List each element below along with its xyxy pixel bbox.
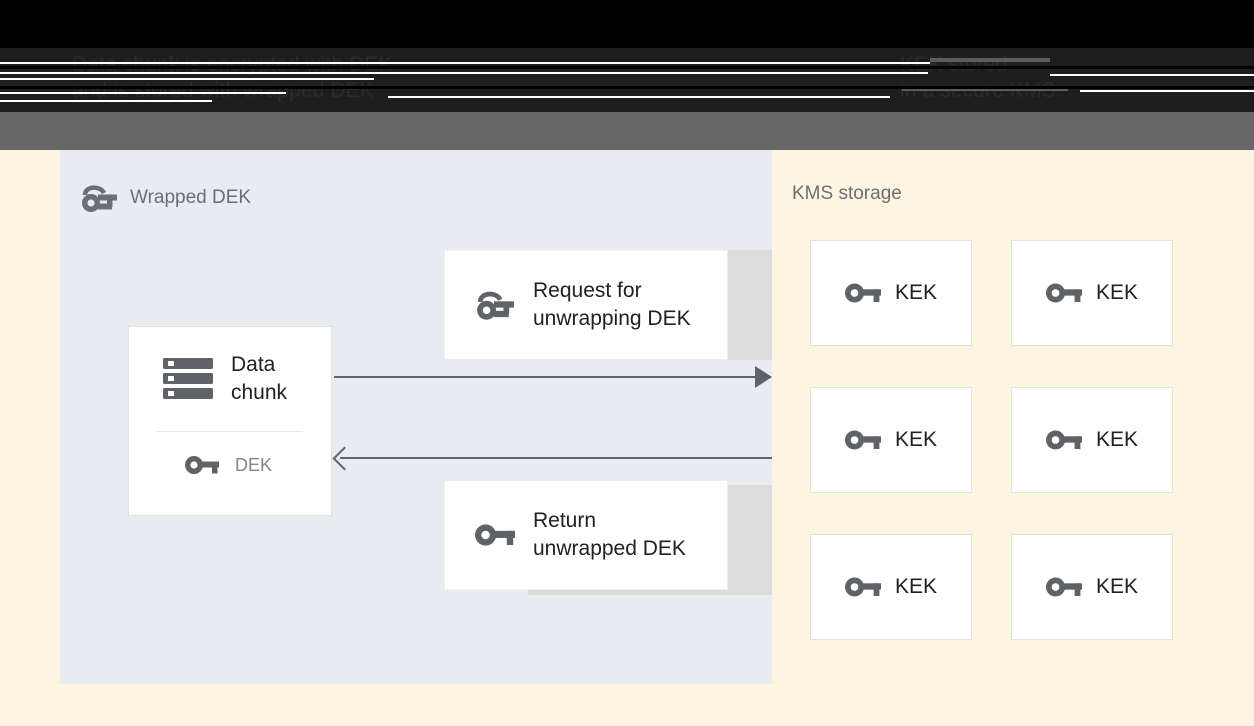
banner-artifact <box>0 78 374 80</box>
return-arrow-line <box>340 457 772 459</box>
obscured-banner: Data chunk is encrypted with DEK and is … <box>0 0 1254 112</box>
key-icon <box>1045 428 1082 452</box>
kek-card-label: KEK <box>1095 428 1139 451</box>
banner-artifact <box>1080 90 1254 92</box>
return-unwrapped-label: Return unwrapped DEK <box>533 509 686 560</box>
banner-artifact <box>1050 74 1254 76</box>
request-unwrap-box[interactable]: Request for unwrapping DEK <box>444 250 728 360</box>
data-chunk-title: Data chunk <box>231 353 288 404</box>
key-icon <box>844 428 881 452</box>
data-chunk-top: Data chunk <box>129 327 331 407</box>
kek-card[interactable]: KEK <box>1011 387 1173 493</box>
data-chunk-card[interactable]: Data chunk DEK <box>128 326 332 516</box>
request-arrow-line <box>334 376 760 378</box>
toolbar-strip <box>0 112 1254 150</box>
banner-artifact <box>390 62 930 64</box>
wrapped-key-icon <box>80 183 118 213</box>
banner-artifact <box>388 96 890 98</box>
banner-artifact <box>392 72 928 74</box>
kek-card[interactable]: KEK <box>1011 534 1173 640</box>
kek-card[interactable]: KEK <box>810 240 972 346</box>
wrapped-key-icon <box>475 289 515 321</box>
banner-artifact <box>930 58 1050 62</box>
kek-card[interactable]: KEK <box>1011 240 1173 346</box>
banner-artifact <box>0 72 412 74</box>
return-unwrapped-box[interactable]: Return unwrapped DEK <box>444 480 728 590</box>
key-icon <box>475 522 515 548</box>
kek-card-label: KEK <box>1095 281 1139 304</box>
data-chunk-dek-row: DEK <box>129 432 331 476</box>
kek-card-label: KEK <box>1095 575 1139 598</box>
kms-storage-label: KMS storage <box>792 183 902 204</box>
banner-artifact <box>0 66 1254 69</box>
kek-card[interactable]: KEK <box>810 534 972 640</box>
data-chunk-divider <box>157 431 303 432</box>
key-icon <box>185 454 219 476</box>
kms-storage-header: KMS storage <box>792 183 902 205</box>
request-arrow-head <box>755 366 772 388</box>
wrapped-dek-header: Wrapped DEK <box>80 183 251 213</box>
banner-artifact <box>0 86 1254 89</box>
banner-artifact <box>0 92 286 94</box>
banner-caption-left: Data chunk is encrypted with DEK and is … <box>72 53 393 102</box>
kms-storage-panel: KMS storage KEK KEK <box>772 150 1254 684</box>
kek-card-label: KEK <box>894 428 938 451</box>
banner-artifact <box>0 62 396 64</box>
kek-grid: KEK KEK KEK <box>810 240 1173 640</box>
banner-artifact <box>0 100 212 102</box>
kek-card-label: KEK <box>894 575 938 598</box>
key-icon <box>844 281 881 305</box>
key-icon <box>1045 281 1082 305</box>
kek-card-label: KEK <box>894 281 938 304</box>
data-chunk-icon <box>161 356 215 402</box>
key-icon <box>1045 575 1082 599</box>
wrapped-dek-label: Wrapped DEK <box>130 187 252 208</box>
request-unwrap-label: Request for unwrapping DEK <box>533 279 691 330</box>
banner-artifact <box>902 88 1068 91</box>
data-chunk-dek-label: DEK <box>235 454 273 475</box>
wrapped-dek-panel: Wrapped DEK Data chunk <box>60 150 772 684</box>
key-icon <box>844 575 881 599</box>
kek-card[interactable]: KEK <box>810 387 972 493</box>
